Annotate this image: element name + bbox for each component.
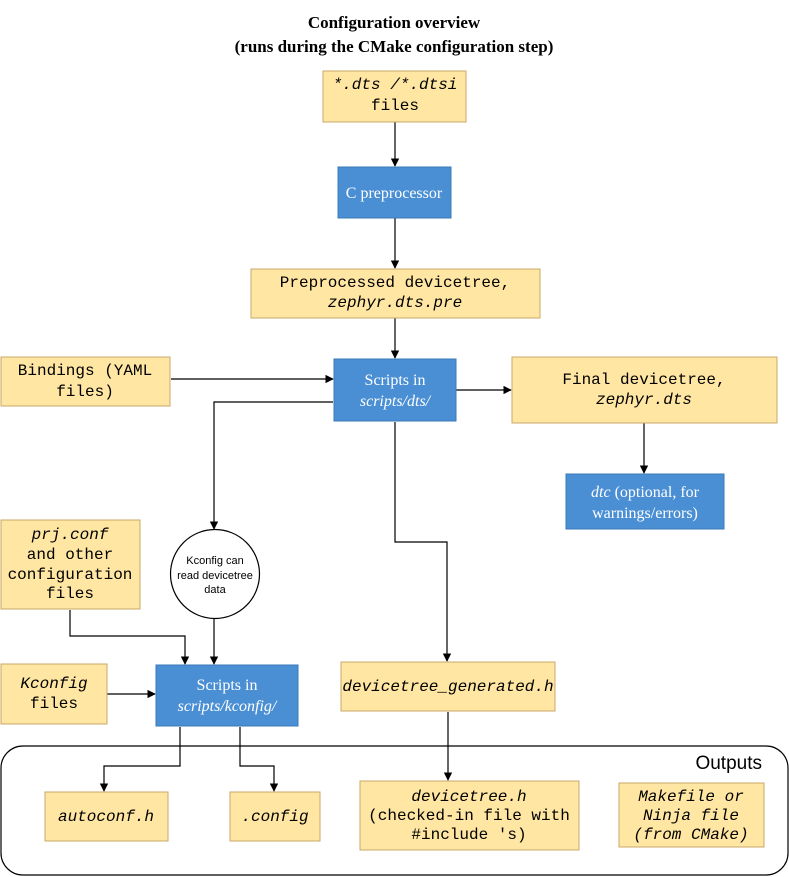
node-makefile: Makefile or Ninja file (from CMake) xyxy=(618,782,765,848)
edge-prj-conf-to-scripts-kconfig xyxy=(69,610,190,665)
bindings-line2: files) xyxy=(56,383,114,401)
node-dot-config: .config xyxy=(229,791,321,842)
makefile-line2: Ninja file xyxy=(643,807,739,825)
kconfig-files-line1: Kconfig xyxy=(20,675,88,693)
node-final-devicetree: Final devicetree, zephyr.dts xyxy=(511,356,778,424)
diagram-subtitle: (runs during the CMake configuration ste… xyxy=(235,37,554,56)
prj-conf-line3: configuration xyxy=(8,566,133,584)
scripts-dts-line1: Scripts in xyxy=(365,372,426,389)
devicetree-h-line2: (checked-in file with xyxy=(368,807,570,825)
outputs-container xyxy=(0,745,789,876)
devicetree-h-line1: devicetree.h xyxy=(411,788,526,806)
node-bindings: Bindings (YAML files) xyxy=(0,356,171,407)
dtc-command: dtc xyxy=(591,484,611,501)
dtc-note: (optional, for xyxy=(611,484,700,501)
devicetree-generated-label: devicetree_generated.h xyxy=(342,678,553,696)
node-scripts-kconfig: Scripts in scripts/kconfig/ xyxy=(155,664,299,727)
prj-conf-line2: and other xyxy=(27,546,113,564)
node-autoconf: autoconf.h xyxy=(44,791,169,842)
edge-scripts-kconfig-to-autoconf xyxy=(99,727,181,792)
autoconf-label: autoconf.h xyxy=(58,808,154,826)
makefile-line3: (from CMake) xyxy=(633,826,748,844)
kconfig-note-line2: read devicetree xyxy=(177,570,253,582)
node-kconfig-files: Kconfig files xyxy=(0,663,108,725)
c-preprocessor-label: C preprocessor xyxy=(346,185,443,202)
node-devicetree-h: devicetree.h (checked-in file with #incl… xyxy=(359,780,580,851)
scripts-kconfig-line1: Scripts in xyxy=(197,677,258,694)
dts-files-line2: files xyxy=(371,97,419,115)
scripts-kconfig-line2: scripts/kconfig/ xyxy=(178,698,278,715)
diagram-title: Configuration overview xyxy=(308,13,481,32)
node-dts-files: *.dts /*.dtsi files xyxy=(322,70,467,123)
kconfig-files-line2: files xyxy=(30,695,78,713)
node-scripts-dts: Scripts in scripts/dts/ xyxy=(333,358,457,422)
final-devicetree-line1: Final devicetree, xyxy=(562,371,725,389)
edge-scripts-dts-to-generated xyxy=(394,422,452,662)
edges xyxy=(69,122,649,792)
node-c-preprocessor: C preprocessor xyxy=(337,166,452,219)
kconfig-note-line1: Kconfig can xyxy=(186,555,243,567)
edge-scripts-kconfig-to-config xyxy=(239,727,279,792)
prj-conf-line1: prj.conf xyxy=(31,526,109,544)
dts-files-line1: *.dts /*.dtsi xyxy=(333,76,458,94)
makefile-line1: Makefile or xyxy=(638,788,744,806)
node-kconfig-note: Kconfig can read devicetree data xyxy=(169,528,261,620)
preprocessed-devicetree-line1: Preprocessed devicetree, xyxy=(280,274,510,292)
node-devicetree-generated: devicetree_generated.h xyxy=(340,661,556,712)
kconfig-note-line3: data xyxy=(204,584,226,596)
prj-conf-line4: files xyxy=(46,585,94,603)
final-devicetree-line2: zephyr.dts xyxy=(596,391,692,409)
scripts-dts-line2: scripts/dts/ xyxy=(360,393,432,410)
preprocessed-devicetree-line2: zephyr.dts.pre xyxy=(328,294,462,312)
node-prj-conf: prj.conf and other configuration files xyxy=(0,519,141,610)
dot-config-label: .config xyxy=(241,808,309,826)
dtc-line2: warnings/errors) xyxy=(592,505,698,522)
devicetree-h-line3: #include 's) xyxy=(411,826,526,844)
outputs-label: Outputs xyxy=(695,753,762,774)
outputs-group: Outputs xyxy=(0,745,789,876)
node-preprocessed-devicetree: Preprocessed devicetree, zephyr.dts.pre xyxy=(250,268,541,319)
node-dtc: dtc (optional, for warnings/errors) xyxy=(565,473,725,530)
bindings-line1: Bindings (YAML xyxy=(18,362,152,380)
dtc-line1: dtc (optional, for xyxy=(591,484,700,501)
edge-scripts-dts-to-kconfig-note xyxy=(209,401,333,530)
